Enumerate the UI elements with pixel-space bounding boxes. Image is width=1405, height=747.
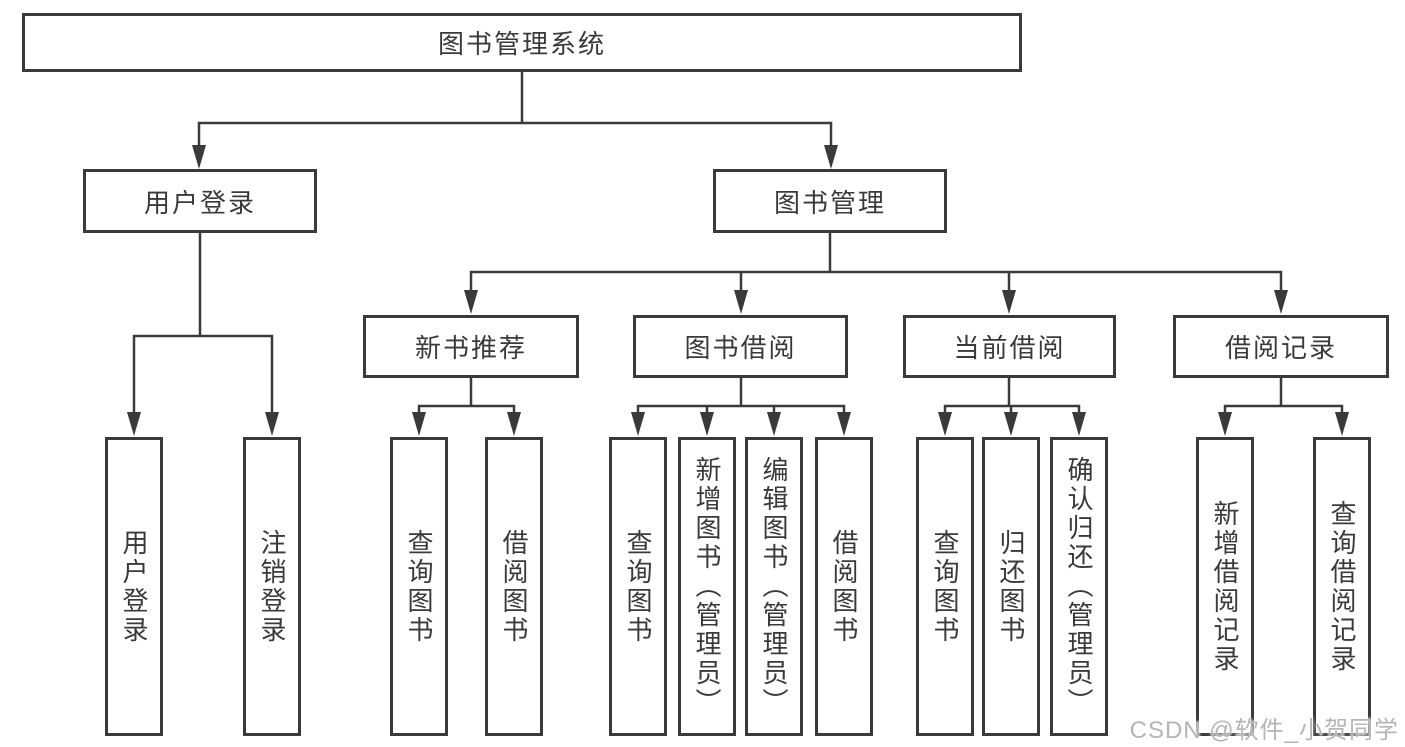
leaf-user-login: 用户登录 (105, 437, 163, 736)
node-label: 借阅记录 (1224, 333, 1337, 363)
leaf-cb-confirm-return-admin: 确认归还（管理员） (1050, 437, 1108, 736)
leaf-label: 查询图书 (623, 528, 653, 645)
node-current-borrowing: 当前借阅 (903, 315, 1116, 378)
node-label: 图书管理系统 (437, 29, 606, 59)
leaf-label: 确认归还（管理员） (1064, 456, 1094, 717)
node-label: 图书借阅 (684, 333, 797, 363)
leaf-nbr-query-book: 查询图书 (390, 437, 448, 736)
node-book-management: 图书管理 (713, 169, 947, 233)
node-label: 当前借阅 (953, 333, 1066, 363)
csdn-watermark: CSDN @软件_小贺同学 (1129, 717, 1399, 744)
leaf-bb-query-book: 查询图书 (609, 437, 667, 736)
leaf-bb-add-book-admin: 新增图书（管理员） (678, 437, 736, 736)
leaf-bb-borrow-book: 借阅图书 (815, 437, 873, 736)
leaf-br-add-record: 新增借阅记录 (1196, 437, 1254, 736)
leaf-cb-query-book: 查询图书 (916, 437, 974, 736)
leaf-label: 用户登录 (119, 528, 149, 645)
node-new-book-recommendation: 新书推荐 (363, 315, 579, 378)
leaf-label: 查询图书 (404, 528, 434, 645)
node-borrowing-records: 借阅记录 (1173, 315, 1389, 378)
leaf-label: 新增图书（管理员） (692, 456, 722, 717)
leaf-bb-edit-book-admin: 编辑图书（管理员） (745, 437, 803, 736)
leaf-label: 借阅图书 (829, 528, 859, 645)
node-book-borrowing: 图书借阅 (633, 315, 848, 378)
leaf-label: 注销登录 (257, 528, 287, 645)
leaf-logout: 注销登录 (243, 437, 301, 736)
leaf-label: 新增借阅记录 (1210, 499, 1240, 674)
leaf-br-query-record: 查询借阅记录 (1313, 437, 1371, 736)
leaf-label: 借阅图书 (499, 528, 529, 645)
leaf-label: 归还图书 (996, 528, 1026, 645)
leaf-label: 查询图书 (930, 528, 960, 645)
leaf-cb-return-book: 归还图书 (982, 437, 1040, 736)
leaf-nbr-borrow-book: 借阅图书 (485, 437, 543, 736)
node-user-login: 用户登录 (83, 169, 317, 233)
node-library-management-system: 图书管理系统 (22, 13, 1022, 72)
node-label: 新书推荐 (414, 333, 527, 363)
node-label: 图书管理 (773, 187, 886, 218)
node-label: 用户登录 (143, 187, 256, 218)
leaf-label: 编辑图书（管理员） (759, 456, 789, 717)
leaf-label: 查询借阅记录 (1327, 499, 1357, 674)
